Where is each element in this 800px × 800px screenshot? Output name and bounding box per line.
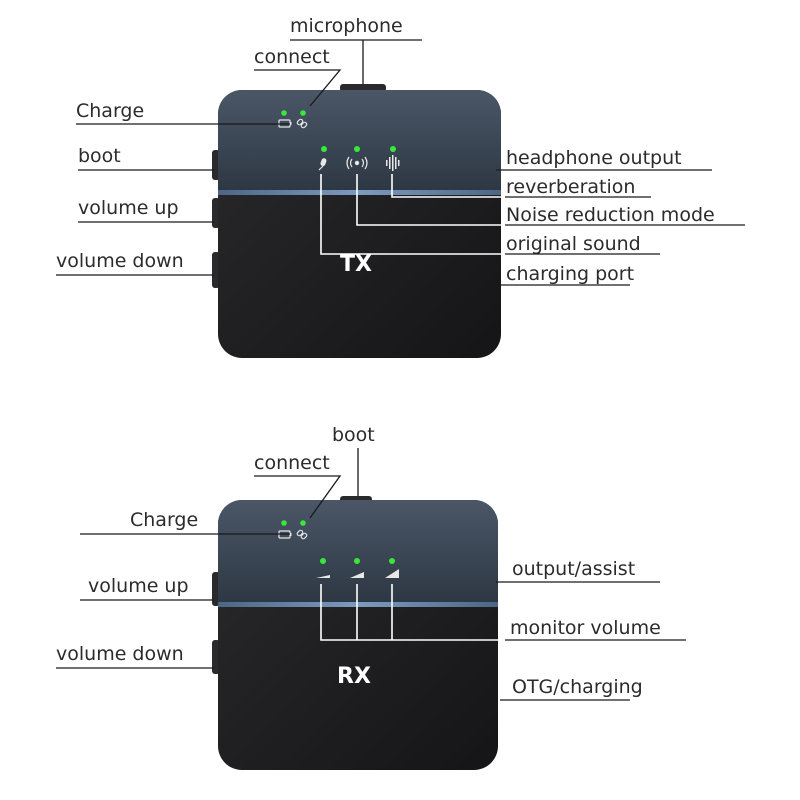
tx-microphone-label: microphone	[290, 15, 403, 37]
tx-volume-up-label: volume up	[78, 197, 179, 219]
rx-volume-up-label: volume up	[88, 575, 189, 597]
tx-connect-label: connect	[254, 46, 330, 68]
rx-device: RX	[212, 496, 505, 770]
tx-noise-reduction-label: Noise reduction mode	[506, 204, 715, 226]
rx-charge-label: Charge	[130, 509, 198, 531]
mic-icon	[318, 158, 327, 171]
tx-top-panel	[218, 90, 501, 190]
rx-level-led-2	[354, 558, 360, 564]
level-high-icon	[385, 569, 399, 578]
rx-otg-charging-label: OTG/charging	[512, 676, 643, 698]
rx-monitor-volume-label: monitor volume	[510, 617, 661, 639]
tx-stripe	[218, 190, 501, 195]
tx-callouts	[56, 39, 745, 286]
rx-stripe	[218, 602, 498, 607]
rx-volume-down-label: volume down	[56, 643, 184, 665]
tx-device: TX	[212, 84, 505, 358]
rx-charge-led	[281, 520, 287, 526]
tx-original-sound-label: original sound	[506, 233, 641, 255]
rx-connect-led	[300, 520, 306, 526]
soundwave-icon	[386, 155, 400, 171]
rx-level-led-3	[389, 558, 395, 564]
tx-reverberation-led	[390, 146, 396, 152]
link-icon	[296, 118, 308, 129]
tx-charging-port-label: charging port	[506, 263, 634, 285]
tx-connect-led	[300, 110, 306, 116]
rx-device-label: RX	[337, 664, 371, 689]
rx-output-assist-label: output/assist	[512, 558, 635, 580]
rx-callouts	[56, 448, 686, 701]
rx-connect-label: connect	[254, 452, 330, 474]
tx-noise-reduction-led	[354, 146, 360, 152]
level-low-icon	[316, 575, 330, 578]
tx-volume-down-label: volume down	[56, 250, 184, 272]
rx-boot-label: boot	[332, 424, 375, 446]
tx-charge-label: Charge	[76, 100, 144, 122]
tx-original-sound-led	[321, 146, 327, 152]
tx-device-label: TX	[340, 252, 372, 277]
rx-level-led-1	[320, 558, 326, 564]
tx-reverberation-label: reverberation	[506, 176, 635, 198]
rx-top-panel	[218, 500, 498, 602]
broadcast-icon	[346, 156, 368, 170]
level-mid-icon	[350, 572, 364, 578]
tx-charge-led	[281, 110, 287, 116]
tx-headphone-output-label: headphone output	[506, 147, 682, 169]
link-icon	[296, 529, 308, 540]
tx-boot-label: boot	[78, 145, 121, 167]
